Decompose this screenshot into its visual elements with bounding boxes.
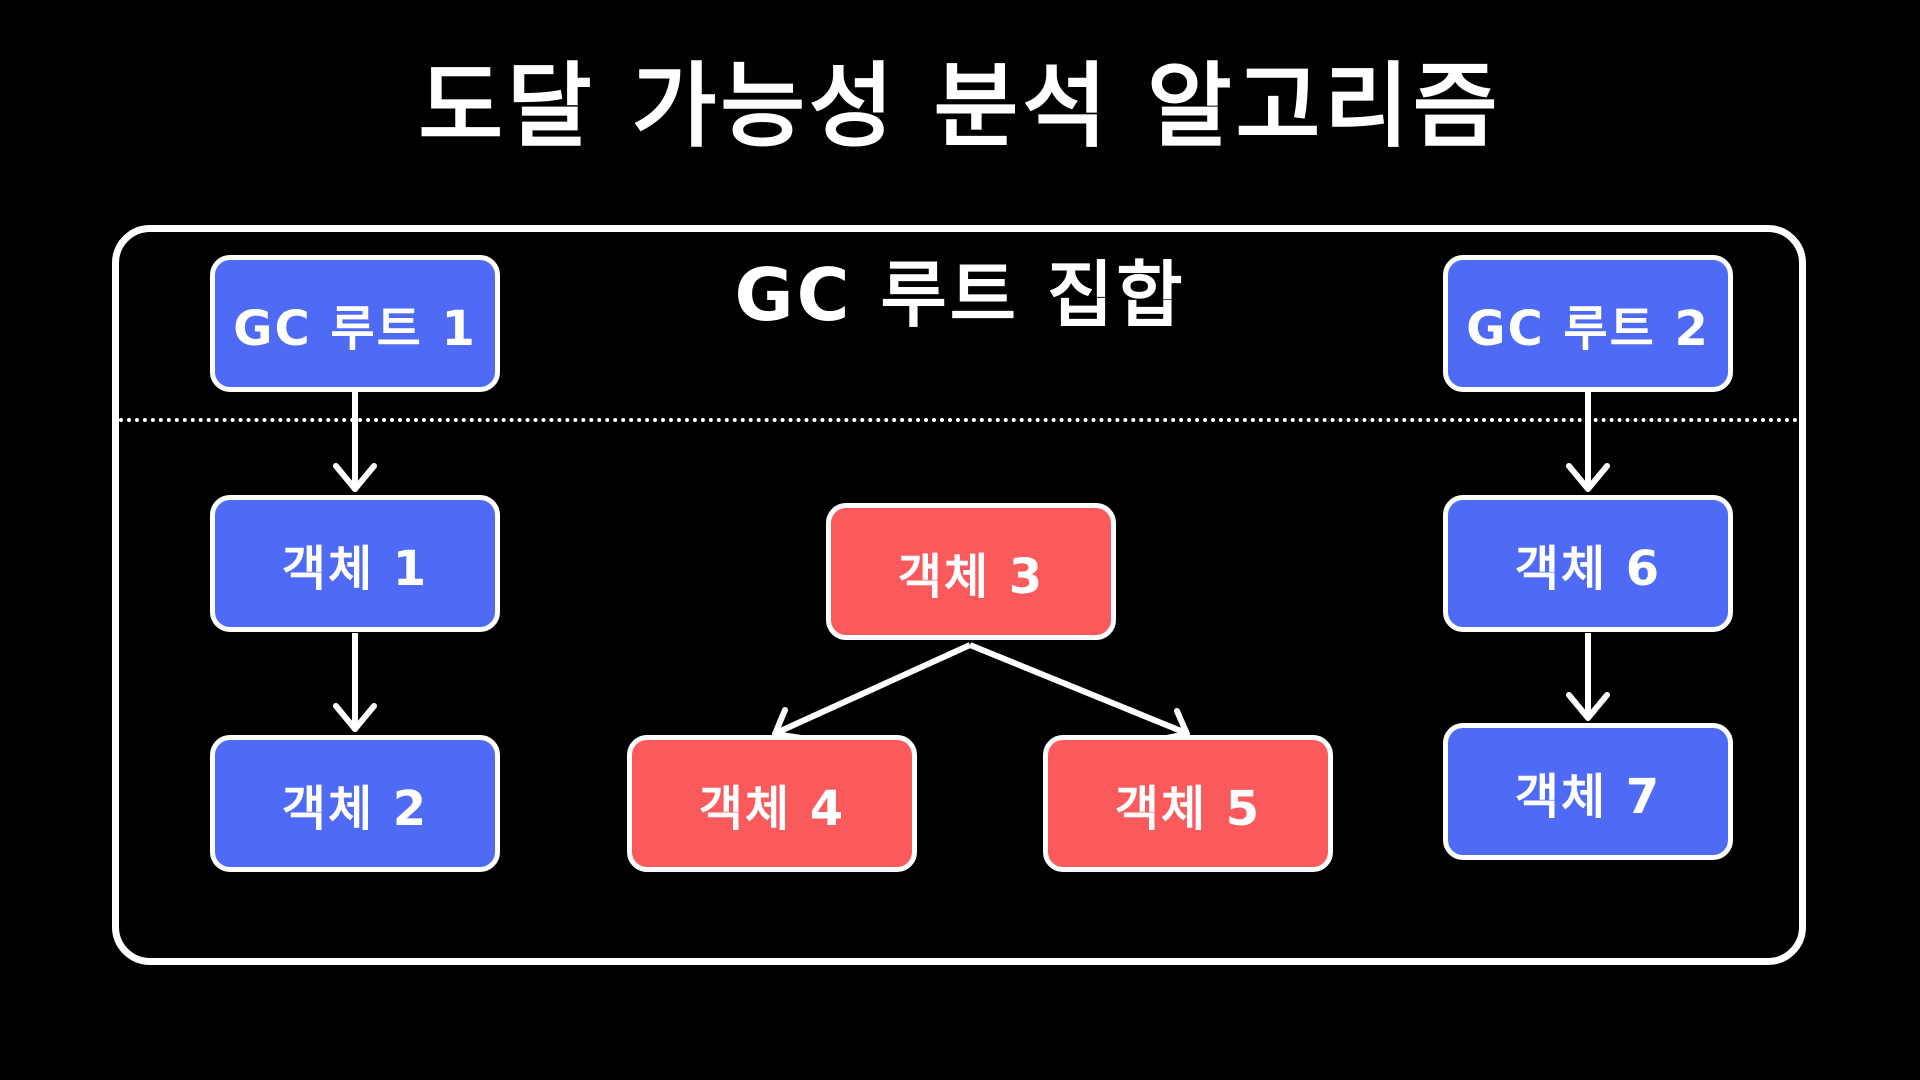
node-object-3: 객체 3 [826,503,1116,640]
root-set-divider [119,418,1799,422]
node-object-7: 객체 7 [1443,723,1733,860]
node-gc-root-2: GC 루트 2 [1443,255,1733,392]
heap-frame [112,225,1806,965]
node-object-5: 객체 5 [1043,735,1333,872]
node-object-4: 객체 4 [627,735,917,872]
gc-root-set-label: GC 루트 집합 [734,253,1186,337]
diagram-title: 도달 가능성 분석 알고리즘 [418,53,1502,160]
node-object-2: 객체 2 [210,735,500,872]
node-object-1: 객체 1 [210,495,500,632]
node-object-6: 객체 6 [1443,495,1733,632]
node-gc-root-1: GC 루트 1 [210,255,500,392]
